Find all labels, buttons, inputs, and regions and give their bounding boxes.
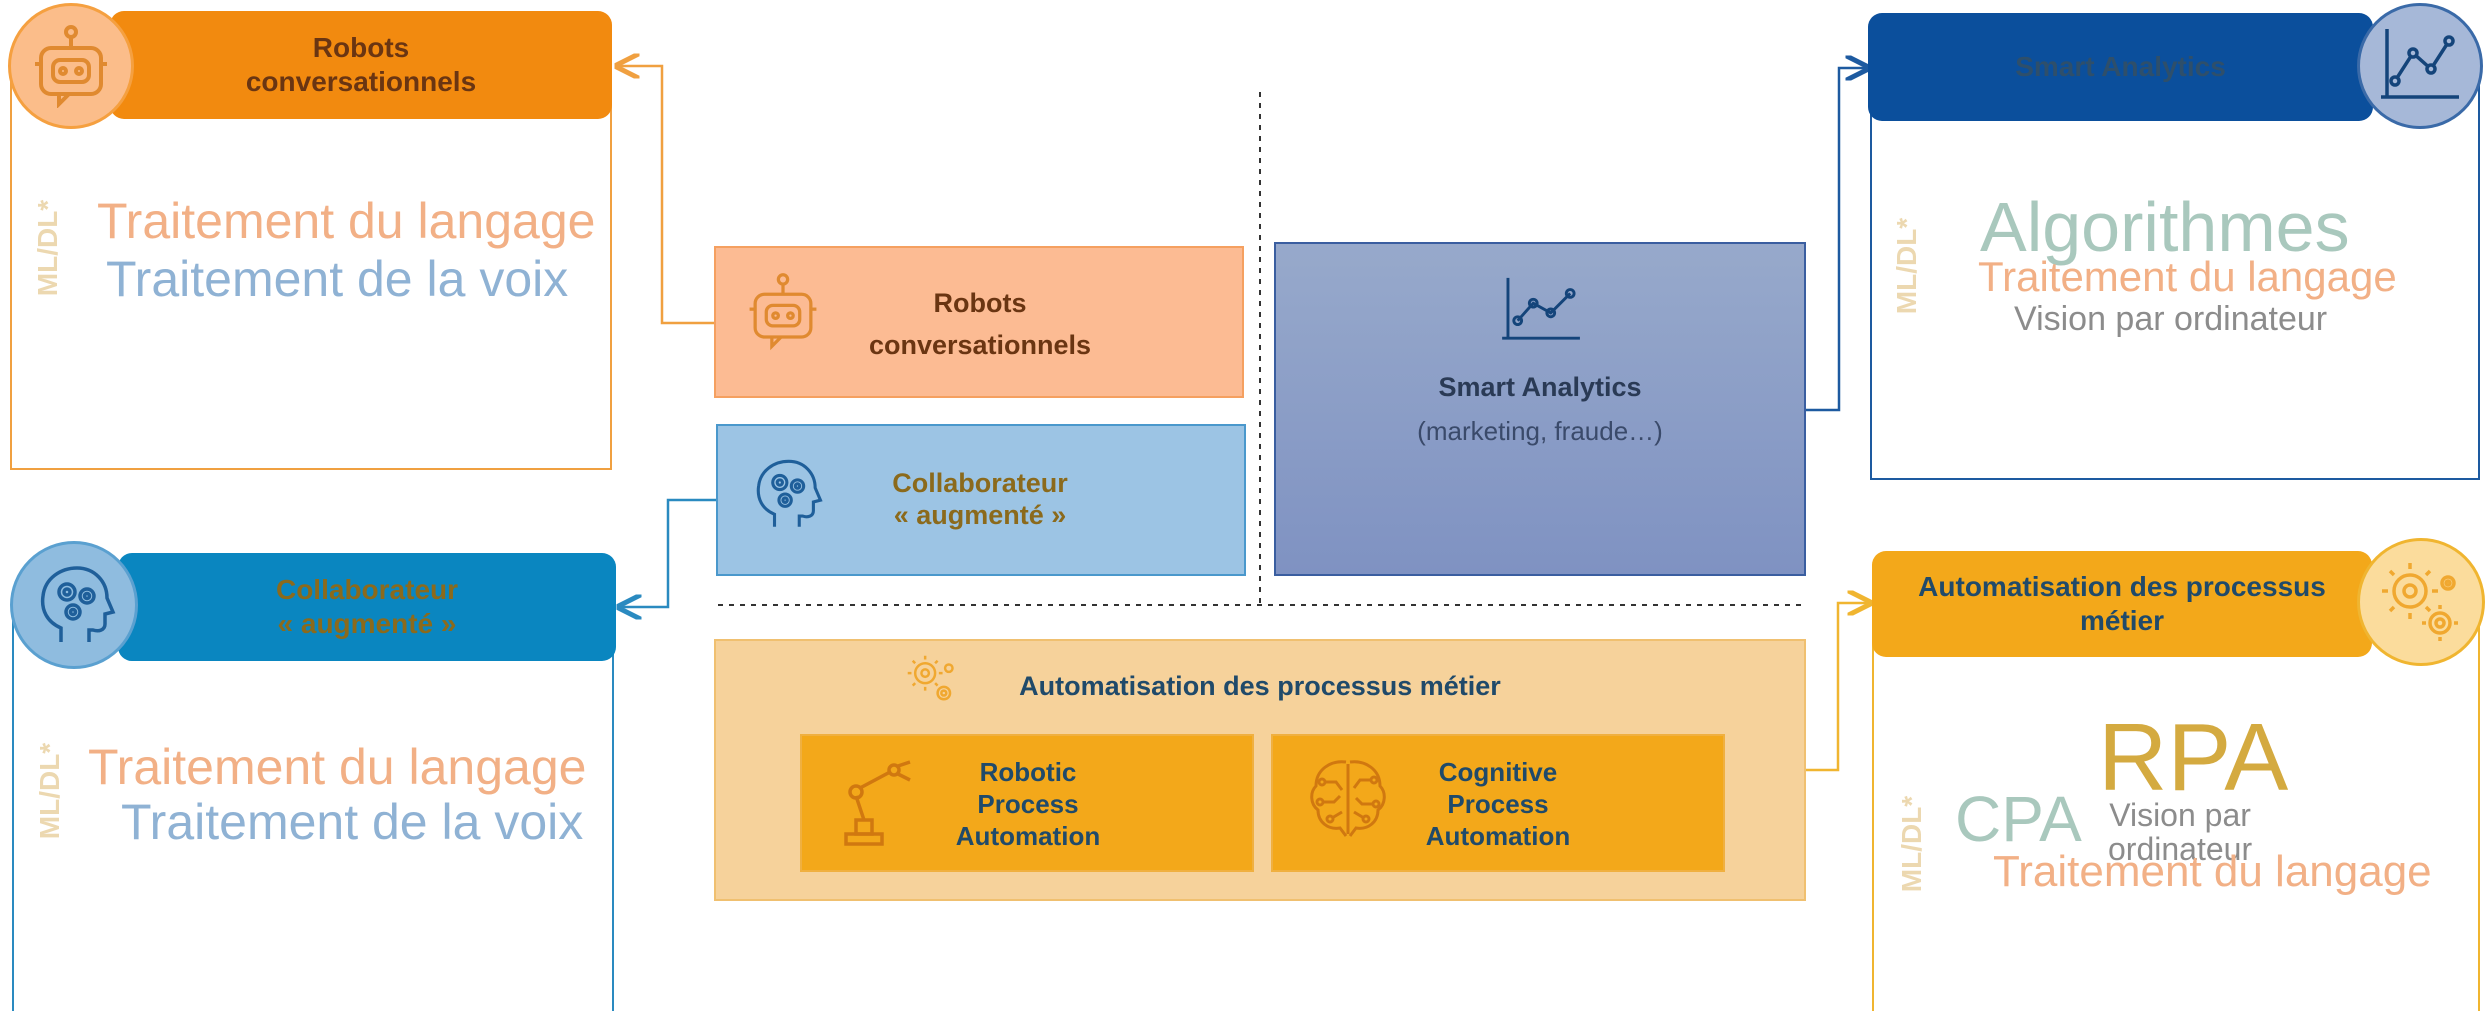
panel-robots-icon-circle [8, 3, 134, 129]
connector-robots [617, 66, 714, 325]
center-rpa-label: Robotic Process Automation [955, 757, 1101, 851]
center-robots-box [714, 246, 1244, 398]
panel-collab-icon-circle [10, 541, 138, 669]
panel-robots-header: Robots conversationnels [110, 11, 612, 119]
head-gears-icon [40, 566, 116, 642]
panel-robots-side-label: ML/DL* [32, 199, 63, 297]
panel-smart [1870, 60, 2480, 480]
robot-arm-icon [838, 758, 916, 853]
gears-icon [904, 650, 960, 715]
gears-icon [2382, 563, 2458, 641]
word-traitement-langage: Traitement du langage [1993, 847, 2432, 896]
panel-automation [1872, 600, 2480, 1011]
panel-automation-icon-circle [2357, 538, 2485, 666]
word-traitement-voix: Traitement de la voix [121, 794, 584, 850]
word-vision: Vision par ordinateur [2108, 797, 2253, 867]
panel-collab-header: Collaborateur « augmenté » [118, 553, 616, 661]
panel-smart-side-label: ML/DL* [1891, 217, 1922, 315]
word-rpa: RPA [2098, 704, 2289, 811]
connector-collab [619, 498, 716, 607]
line-chart-icon [1500, 274, 1584, 349]
robot-icon [744, 268, 822, 359]
connector-smart [1806, 68, 1868, 412]
center-rpa-box [800, 734, 1254, 872]
word-cpa: CPA [1955, 783, 2082, 855]
center-automation-title: Automatisation des processus métier [1019, 671, 1501, 701]
word-algorithmes: Algorithmes [1980, 188, 2350, 266]
center-robots-label: Robots conversationnels [868, 288, 1092, 360]
center-smart-box [1274, 242, 1806, 576]
center-cpa-label: Cognitive Process Automation [1425, 757, 1571, 851]
word-traitement-langage: Traitement du langage [88, 739, 587, 795]
line-chart-icon [2381, 29, 2459, 99]
robot-icon [35, 25, 107, 108]
word-vision: Vision par ordinateur [2014, 300, 2328, 338]
panel-robots [10, 60, 612, 470]
center-smart-title: Smart Analytics [1438, 372, 1642, 402]
panel-collab-side-label: ML/DL* [34, 742, 65, 840]
panel-collab [12, 600, 614, 1011]
panel-automation-side-label: ML/DL* [1896, 795, 1927, 893]
center-smart-subtitle: (marketing, fraude…) [1417, 416, 1663, 446]
word-traitement-langage: Traitement du langage [97, 193, 596, 249]
connector-auto [1806, 603, 1870, 772]
panel-automation-header: Automatisation des processus métier [1872, 551, 2372, 657]
circuit-brain-icon [1306, 756, 1390, 847]
word-traitement-langage: Traitement du langage [1978, 253, 2397, 300]
word-traitement-voix: Traitement de la voix [106, 251, 569, 307]
head-gears-icon [748, 452, 824, 541]
panel-smart-header: Smart Analytics [1868, 13, 2373, 121]
center-collab-label: Collaborateur « augmenté » [892, 468, 1068, 530]
center-collab-box [716, 424, 1246, 576]
panel-smart-icon-circle [2357, 3, 2483, 129]
